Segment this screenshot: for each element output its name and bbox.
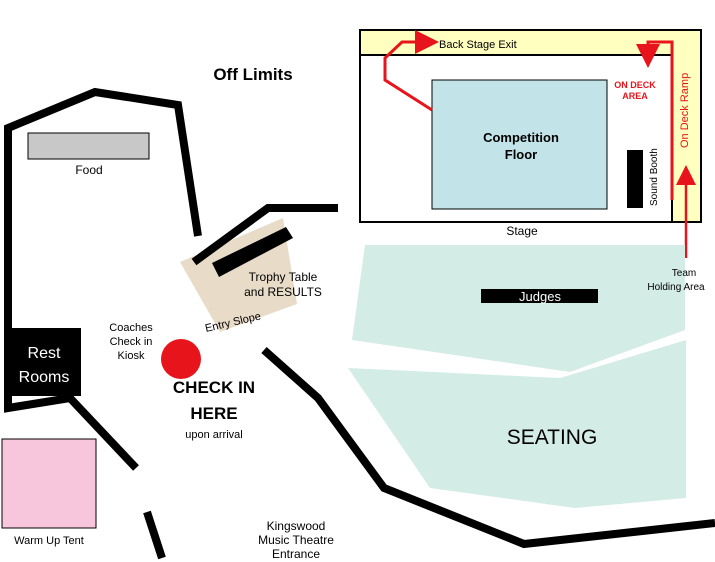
coaches-kiosk-label-line3: Kiosk <box>118 350 145 362</box>
trophy-table-label-line2: and RESULTS <box>244 285 322 299</box>
sound-booth <box>627 150 643 208</box>
rest-rooms <box>8 328 81 396</box>
on-deck-area-label-line2: AREA <box>622 91 648 101</box>
entrance-label-line3: Entrance <box>272 547 320 561</box>
back-stage-exit-label: Back Stage Exit <box>439 39 517 51</box>
trophy-table <box>212 227 293 277</box>
stage-label: Stage <box>506 224 538 238</box>
rest-rooms-label-line2: Rooms <box>19 369 70 386</box>
lower-boundary-wall <box>261 347 715 549</box>
team-holding-area-label-line2: Holding Area <box>647 282 705 293</box>
check-in-marker <box>161 339 201 379</box>
judges-table <box>481 289 598 303</box>
competition-floor-label-line2: Floor <box>505 147 538 162</box>
upon-arrival-label: upon arrival <box>185 429 242 441</box>
check-in-label-line2: HERE <box>190 404 237 423</box>
check-in-label-line1: CHECK IN <box>173 378 255 397</box>
upper-entry-wall <box>191 204 338 266</box>
warm-up-tent-label: Warm Up Tent <box>14 535 84 547</box>
on-deck-ramp-label: On Deck Ramp <box>679 73 691 148</box>
competition-floor <box>431 79 608 210</box>
on-deck-ramp-arrow <box>636 40 674 200</box>
judges-label: Judges <box>519 289 561 304</box>
back-stage-exit-arrow <box>383 30 439 112</box>
food-counter <box>27 132 150 160</box>
sound-booth-label: Sound Booth <box>649 148 660 206</box>
entrance-label-line1: Kingswood <box>267 519 326 533</box>
coaches-kiosk-label-line1: Coaches <box>109 322 153 334</box>
competition-floor-label-line1: Competition <box>483 130 559 145</box>
off-limits-label: Off Limits <box>213 65 292 84</box>
rest-rooms-label-line1: Rest <box>28 345 61 362</box>
food-label: Food <box>75 163 102 177</box>
entrance-label-line2: Music Theatre <box>258 533 334 547</box>
warm-up-tent <box>1 438 97 529</box>
left-building-wall <box>3 87 202 471</box>
seating-area <box>348 340 686 508</box>
on-deck-area-label-line1: ON DECK <box>614 80 656 90</box>
judges-seating-area <box>352 245 685 372</box>
trophy-table-label-line1: Trophy Table <box>249 270 318 284</box>
entrance-wall-stub <box>143 510 166 560</box>
seating-label: SEATING <box>507 426 598 449</box>
team-holding-area-label-line1: Team <box>672 268 696 279</box>
coaches-kiosk-label-line2: Check in <box>110 336 153 348</box>
